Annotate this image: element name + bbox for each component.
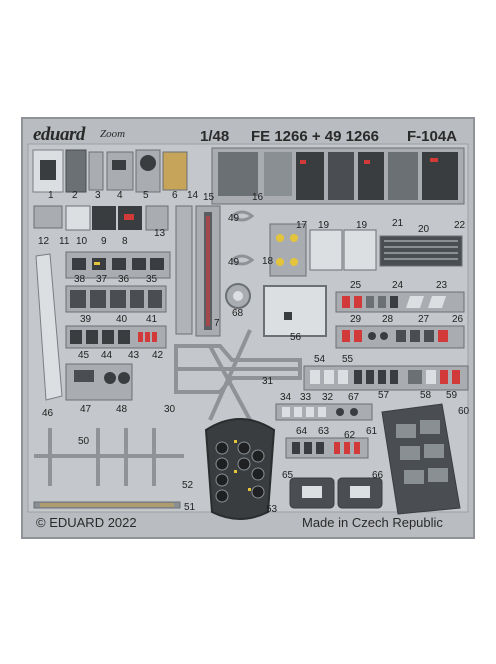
parts-strip-15 — [175, 205, 221, 337]
part-number-22: 22 — [454, 220, 466, 231]
parts-64-61 — [285, 437, 369, 459]
part-number-32: 32 — [322, 392, 334, 403]
part-number-56: 56 — [290, 332, 302, 343]
part-number-51: 51 — [184, 502, 196, 513]
part-number-35: 35 — [146, 274, 158, 285]
part-number-11: 11 — [59, 236, 70, 247]
part-number-37: 37 — [96, 274, 108, 285]
part-number-8: 8 — [122, 236, 128, 247]
part-number-57: 57 — [378, 390, 390, 401]
part-number-2: 2 — [72, 190, 78, 201]
part-number-41: 41 — [146, 314, 158, 325]
part-number-36: 36 — [118, 274, 130, 285]
parts-17-22 — [269, 223, 463, 277]
parts-29-26 — [335, 325, 465, 349]
part-number-58: 58 — [420, 390, 432, 401]
part-number-54: 54 — [314, 354, 326, 365]
part-6 — [162, 151, 188, 191]
scale-label: 1/48 — [200, 128, 230, 145]
part-number-66: 66 — [372, 470, 384, 481]
part-number-44: 44 — [101, 350, 113, 361]
part-number-24: 24 — [392, 280, 404, 291]
part-number-10: 10 — [76, 236, 88, 247]
part-56 — [263, 285, 327, 337]
part-number-15: 15 — [203, 192, 215, 203]
part-number-68: 68 — [232, 308, 244, 319]
part-number-19: 19 — [318, 220, 330, 231]
part-number-20: 20 — [418, 224, 430, 235]
part-number-30: 30 — [164, 404, 176, 415]
part-number-49: 49 — [228, 213, 240, 224]
part-number-5: 5 — [143, 190, 149, 201]
part-number-43: 43 — [128, 350, 140, 361]
part-number-52: 52 — [182, 480, 194, 491]
parts-25-23 — [335, 291, 465, 313]
part-number-65: 65 — [282, 470, 294, 481]
parts-console-16 — [211, 147, 465, 205]
parts-54-59 — [303, 365, 469, 391]
part-number-28: 28 — [382, 314, 394, 325]
aircraft-name: F-104A — [407, 128, 458, 145]
part-number-50: 50 — [78, 436, 90, 447]
part-number-45: 45 — [78, 350, 90, 361]
parts-row-12-13 — [33, 205, 169, 231]
part-number-12: 12 — [38, 236, 50, 247]
part-4 — [106, 151, 134, 191]
part-number-25: 25 — [350, 280, 362, 291]
part-46 — [35, 253, 63, 401]
part-number-64: 64 — [296, 426, 308, 437]
part-number-23: 23 — [436, 280, 448, 291]
part-number-33: 33 — [300, 392, 312, 403]
part-number-19: 19 — [356, 220, 368, 231]
product-codes: FE 1266 + 49 1266 — [251, 128, 380, 145]
part-number-31: 31 — [262, 376, 274, 387]
part-number-27: 27 — [418, 314, 430, 325]
part-number-59: 59 — [446, 390, 458, 401]
part-number-4: 4 — [117, 190, 123, 201]
part-number-34: 34 — [280, 392, 292, 403]
part-number-61: 61 — [366, 426, 378, 437]
part-50 — [34, 428, 184, 486]
part-number-63: 63 — [318, 426, 330, 437]
part-number-16: 16 — [252, 192, 264, 203]
part-number-40: 40 — [116, 314, 128, 325]
part-number-18: 18 — [262, 256, 274, 267]
part-2 — [65, 149, 87, 193]
part-number-21: 21 — [392, 218, 404, 229]
brand-logo: eduard — [33, 124, 85, 145]
brand-sub: Zoom — [100, 128, 126, 140]
part-number-7: 7 — [214, 318, 220, 329]
part-number-1: 1 — [48, 190, 54, 201]
parts-49 — [231, 210, 255, 266]
part-number-49: 49 — [228, 257, 240, 268]
copyright: © EDUARD 2022 — [36, 515, 137, 530]
part-number-42: 42 — [152, 350, 164, 361]
part-number-55: 55 — [342, 354, 354, 365]
part-number-3: 3 — [95, 190, 101, 201]
part-number-13: 13 — [154, 228, 166, 239]
part-number-39: 39 — [80, 314, 92, 325]
part-number-29: 29 — [350, 314, 362, 325]
parts-65-66 — [289, 477, 383, 509]
part-number-62: 62 — [344, 430, 356, 441]
parts-row-top — [32, 149, 188, 193]
part-number-67: 67 — [348, 392, 360, 403]
part-3 — [88, 151, 104, 191]
part-number-48: 48 — [116, 404, 128, 415]
part-number-46: 46 — [42, 408, 54, 419]
part-number-47: 47 — [80, 404, 92, 415]
part-number-38: 38 — [74, 274, 86, 285]
part-number-9: 9 — [101, 236, 107, 247]
part-31-frame — [174, 329, 302, 421]
part-number-53: 53 — [266, 504, 278, 515]
parts-34-67 — [275, 403, 373, 421]
part-number-60: 60 — [458, 406, 470, 417]
origin-label: Made in Czech Republic — [302, 515, 443, 530]
part-number-14: 14 — [187, 190, 199, 201]
part-number-17: 17 — [296, 220, 308, 231]
part-number-6: 6 — [172, 190, 178, 201]
part-number-26: 26 — [452, 314, 464, 325]
